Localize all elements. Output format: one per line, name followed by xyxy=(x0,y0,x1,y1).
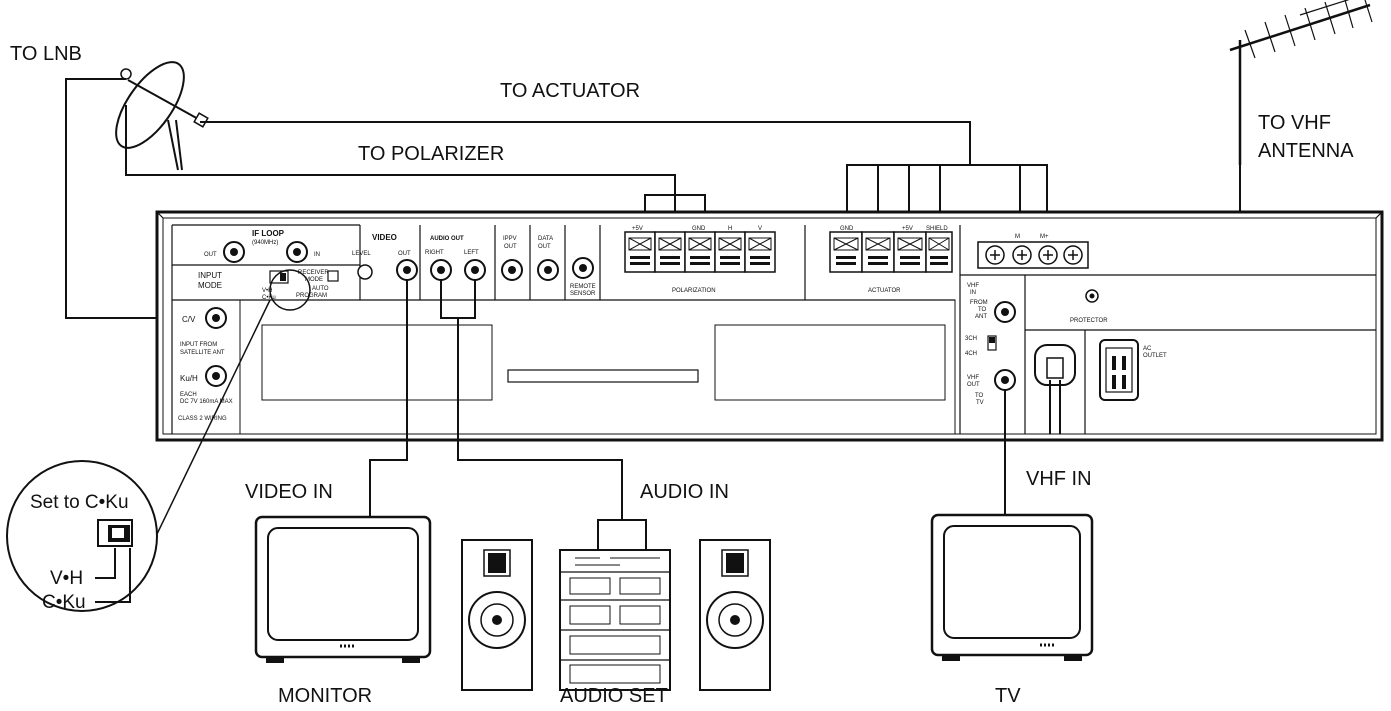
svg-text:M: M xyxy=(1015,234,1020,240)
svg-text:RIGHT: RIGHT xyxy=(425,250,444,256)
svg-text:LEFT: LEFT xyxy=(464,250,479,256)
to-polarizer-label: TO POLARIZER xyxy=(358,143,504,165)
svg-text:3CH: 3CH xyxy=(965,336,977,342)
svg-text:V•H: V•H xyxy=(50,568,83,589)
receiver-mode-switch[interactable] xyxy=(327,270,339,282)
svg-text:RECEIVER: RECEIVER xyxy=(298,270,329,276)
polarizer-cable xyxy=(125,105,676,232)
video-level-knob[interactable] xyxy=(357,264,373,280)
monitor-label: MONITOR xyxy=(278,685,372,707)
svg-text:IN: IN xyxy=(314,252,320,258)
audio-set-label: AUDIO SET xyxy=(560,685,668,707)
svg-text:SATELLITE ANT: SATELLITE ANT xyxy=(180,350,225,356)
to-lnb-label: TO LNB xyxy=(10,43,82,65)
svg-text:C/V: C/V xyxy=(182,315,196,324)
svg-text:V•H: V•H xyxy=(262,288,272,294)
tv-icon xyxy=(930,513,1094,661)
svg-text:REMOTE: REMOTE xyxy=(570,284,596,290)
audio-in-label: AUDIO IN xyxy=(640,481,729,503)
polarization-label: POLARIZATION xyxy=(672,288,716,294)
svg-text:C•Ku: C•Ku xyxy=(262,295,276,301)
svg-text:SENSOR: SENSOR xyxy=(570,291,596,297)
svg-text:MODE: MODE xyxy=(305,277,323,283)
monitor-icon xyxy=(254,515,432,663)
to-vhf-label: TO VHF xyxy=(1258,112,1331,134)
svg-text:OUT: OUT xyxy=(538,244,551,250)
svg-text:C•Ku: C•Ku xyxy=(42,592,86,613)
audio-cable xyxy=(457,318,623,520)
to-actuator-label: TO ACTUATOR xyxy=(500,80,640,102)
svg-text:TO: TO xyxy=(975,393,984,399)
lnb-cable xyxy=(65,78,215,319)
svg-text:OUTLET: OUTLET xyxy=(1143,353,1167,359)
svg-text:OUT: OUT xyxy=(967,382,980,388)
svg-text:OUT: OUT xyxy=(204,252,217,258)
svg-text:GND: GND xyxy=(840,226,854,232)
svg-text:V: V xyxy=(758,226,762,232)
svg-text:CLASS 2 WIRING: CLASS 2 WIRING xyxy=(178,416,227,422)
svg-text:ANT: ANT xyxy=(975,314,987,320)
if-loop-label: IF LOOP xyxy=(252,229,285,238)
actuator-terminal-block[interactable] xyxy=(829,231,953,273)
polarization-terminal-block[interactable] xyxy=(624,231,776,273)
svg-text:VHF: VHF xyxy=(967,283,979,289)
svg-text:GND: GND xyxy=(692,226,706,232)
actuator-label: ACTUATOR xyxy=(868,288,901,294)
video-cable xyxy=(369,280,408,520)
callout-title: Set to C•Ku xyxy=(30,492,129,513)
svg-text:DC 7V 160mA MAX: DC 7V 160mA MAX xyxy=(180,399,233,405)
svg-text:M+: M+ xyxy=(1040,234,1049,240)
vhf-antenna-icon xyxy=(1229,0,1373,165)
svg-text:4CH: 4CH xyxy=(965,351,977,357)
svg-text:+5V: +5V xyxy=(632,226,643,232)
svg-text:AUDIO OUT: AUDIO OUT xyxy=(430,236,464,242)
antenna-label: ANTENNA xyxy=(1258,140,1354,162)
svg-text:H: H xyxy=(728,226,732,232)
svg-text:OUT: OUT xyxy=(398,251,411,257)
svg-text:PROTECTOR: PROTECTOR xyxy=(1070,318,1108,324)
svg-text:OUT: OUT xyxy=(504,244,517,250)
receiver-back-panel: IF LOOP (940MHz) OUT IN INPUT MODE V•H C… xyxy=(155,210,1384,442)
video-in-label: VIDEO IN xyxy=(245,481,333,503)
svg-text:SHIELD: SHIELD xyxy=(926,226,948,232)
svg-text:TO: TO xyxy=(978,307,987,313)
satellite-dish-icon xyxy=(115,61,209,171)
svg-text:VIDEO: VIDEO xyxy=(372,233,397,242)
svg-text:AUTO: AUTO xyxy=(312,286,329,292)
speaker-left-icon xyxy=(461,539,533,691)
motor-terminal-block[interactable] xyxy=(977,241,1089,269)
svg-text:LEVEL: LEVEL xyxy=(352,251,371,257)
svg-text:IPPV: IPPV xyxy=(503,236,517,242)
svg-text:Ku/H: Ku/H xyxy=(180,374,198,383)
svg-text:+5V: +5V xyxy=(902,226,913,232)
power-plug-icon xyxy=(1034,344,1076,434)
svg-text:DATA: DATA xyxy=(538,236,553,242)
input-mode-callout: Set to C•Ku V•H C•Ku xyxy=(6,269,311,613)
stereo-system-icon xyxy=(559,519,671,691)
svg-text:VHF: VHF xyxy=(967,375,979,381)
svg-text:IN: IN xyxy=(970,290,976,296)
svg-text:MODE: MODE xyxy=(198,281,222,290)
svg-text:PROGRAM: PROGRAM xyxy=(296,293,327,299)
svg-text:FROM: FROM xyxy=(970,300,988,306)
speaker-right-icon xyxy=(699,539,771,691)
svg-text:AC: AC xyxy=(1143,346,1152,352)
svg-text:INPUT FROM: INPUT FROM xyxy=(180,342,217,348)
svg-text:TV: TV xyxy=(976,400,984,406)
vhf-in-label: VHF IN xyxy=(1026,468,1092,490)
tv-label: TV xyxy=(995,685,1021,707)
svg-text:INPUT: INPUT xyxy=(198,271,222,280)
svg-text:EACH: EACH xyxy=(180,392,197,398)
ac-outlet-icon xyxy=(1099,339,1139,401)
svg-text:(940MHz): (940MHz) xyxy=(252,240,278,246)
